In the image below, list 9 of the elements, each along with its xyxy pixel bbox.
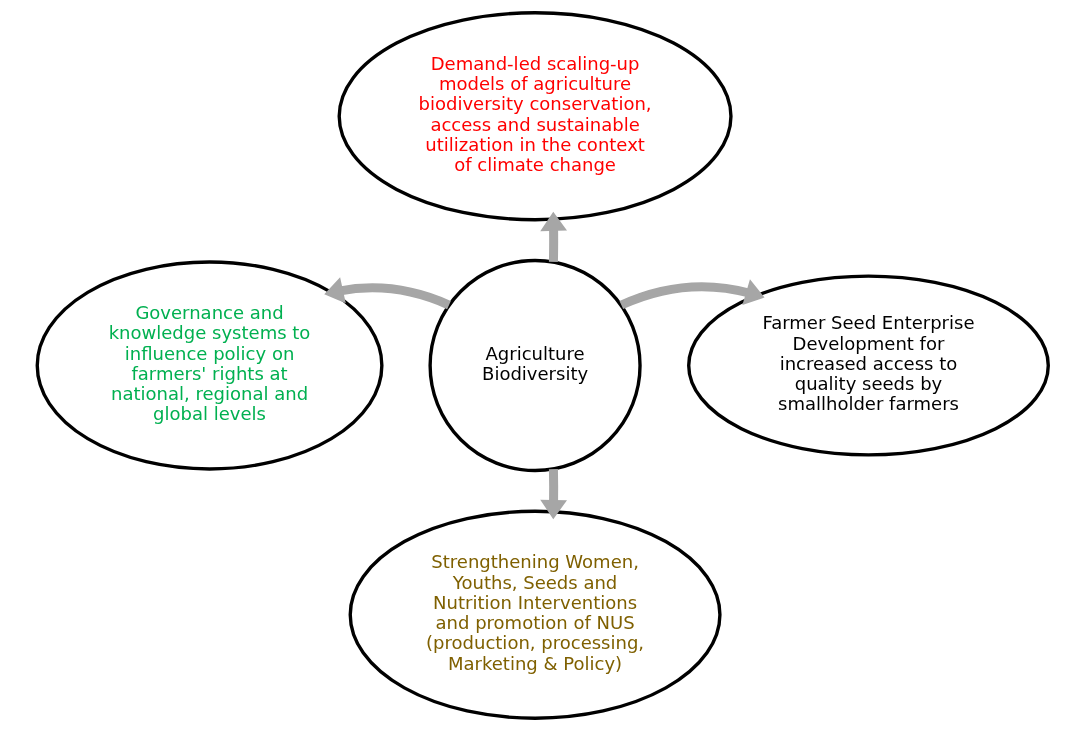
node-ellipse: Demand-led scaling-up models of agriculture biodiversity conservation, access and sustainable utilization in the context of climate change bbox=[337, 11, 733, 222]
arrow bbox=[540, 469, 567, 520]
arrow bbox=[540, 211, 567, 262]
node-ellipse: Strengthening Women, Youths, Seeds and Nutrition Interventions and promotion of NUS (production, processing, Marketing & Policy) bbox=[348, 509, 722, 720]
node-ellipse: Farmer Seed Enterprise Development for increased access to quality seeds by smallholder farmers bbox=[687, 274, 1050, 457]
node-circle: Agriculture Biodiversity bbox=[428, 258, 642, 473]
node-ellipse: Governance and knowledge systems to influence policy on farmers' rights at national, regional and global levels bbox=[35, 260, 384, 471]
arrow bbox=[324, 277, 451, 310]
arrow bbox=[619, 279, 765, 310]
